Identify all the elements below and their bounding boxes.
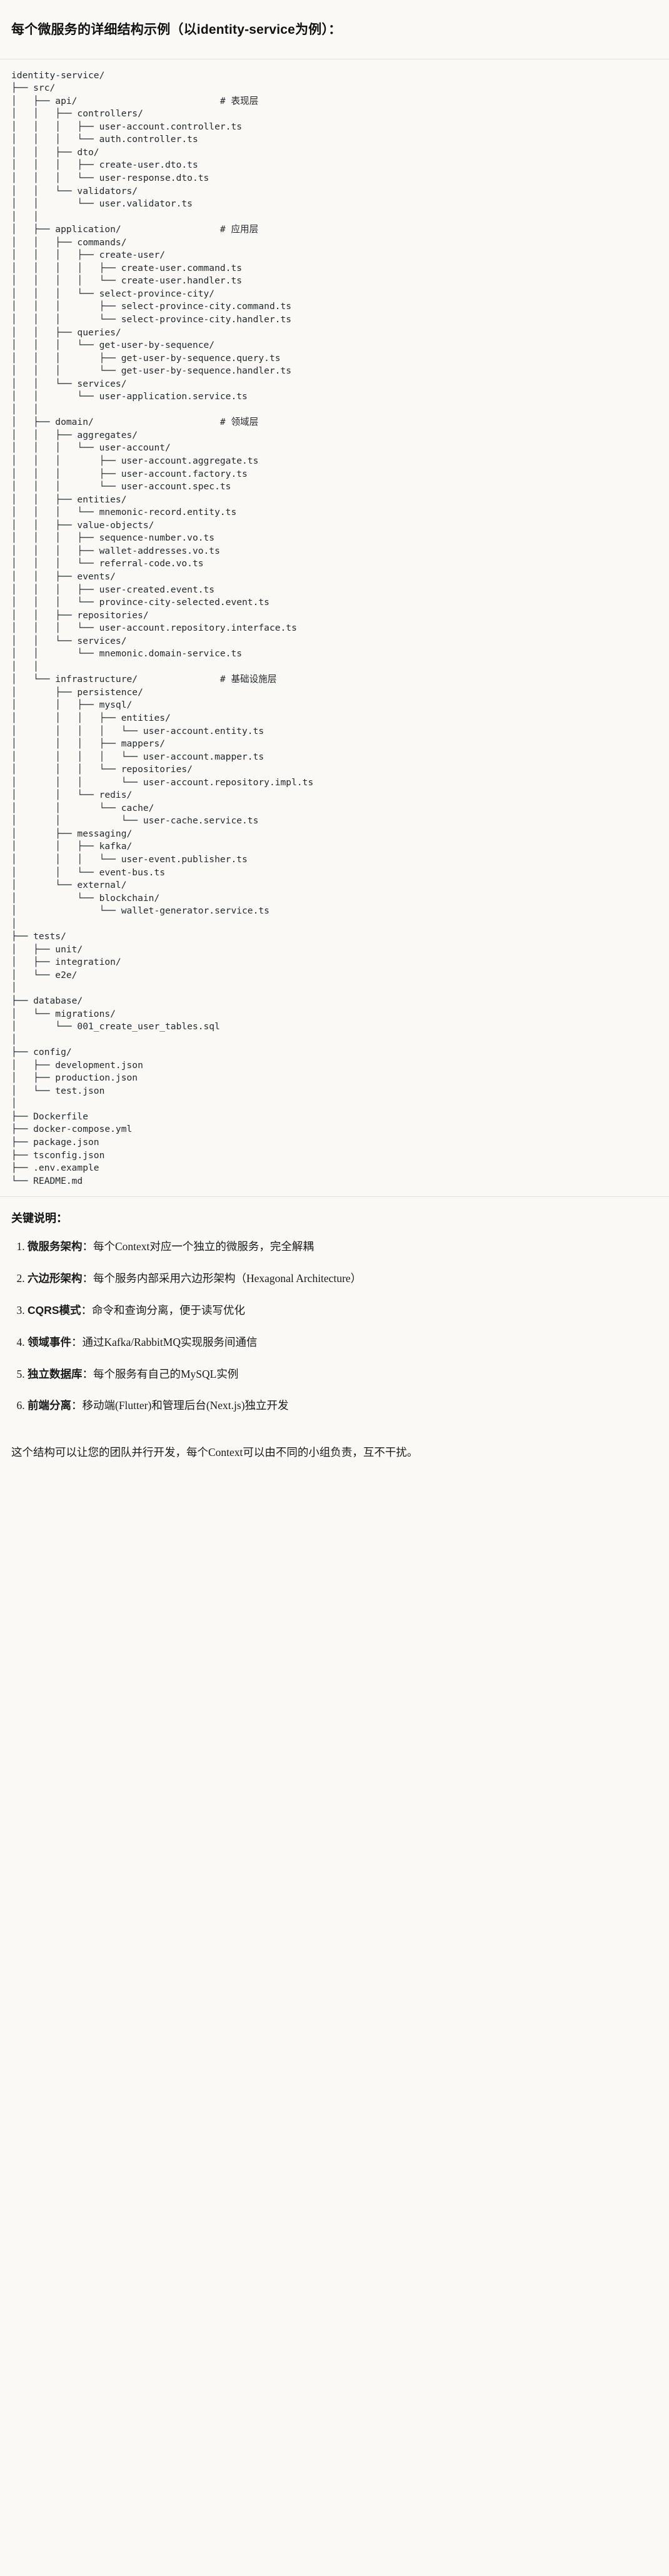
note-desc: ：命令和查询分离，便于读写优化 [81,1303,246,1316]
note-term: 前端分离 [28,1399,71,1412]
closing-paragraph: 这个结构可以让您的团队并行开发，每个Context可以由不同的小组负责，互不干扰… [11,1446,418,1459]
note-desc: ：移动端(Flutter)和管理后台(Next.js)独立开发 [71,1399,289,1412]
note-term: 领域事件 [28,1335,71,1348]
list-item: 六边形架构：每个服务内部采用六边形架构（Hexagonal Architectu… [28,1270,658,1288]
note-desc: ：通过Kafka/RabbitMQ实现服务间通信 [71,1335,258,1348]
key-notes-list: 微服务架构：每个Context对应一个独立的微服务，完全解耦 六边形架构：每个服… [11,1238,658,1415]
note-desc: ：每个Context对应一个独立的微服务，完全解耦 [82,1240,314,1253]
directory-tree: identity-service/ ├── src/ │ ├── api/ # … [11,69,314,1186]
note-desc: ：每个服务内部采用六边形架构（Hexagonal Architecture） [82,1271,362,1285]
page-title: 每个微服务的详细结构示例（以identity-service为例）： [11,23,342,38]
list-item: 领域事件：通过Kafka/RabbitMQ实现服务间通信 [28,1333,658,1352]
document-page: 每个微服务的详细结构示例（以identity-service为例）： ident… [0,9,669,1474]
list-item: 微服务架构：每个Context对应一个独立的微服务，完全解耦 [28,1238,658,1256]
key-notes-section: 关键说明： 微服务架构：每个Context对应一个独立的微服务，完全解耦 六边形… [0,1197,669,1435]
note-term: CQRS模式 [28,1303,81,1316]
list-item: 前端分离：移动端(Flutter)和管理后台(Next.js)独立开发 [28,1397,658,1415]
directory-tree-block: identity-service/ ├── src/ │ ├── api/ # … [0,59,669,1197]
list-item: CQRS模式：命令和查询分离，便于读写优化 [28,1301,658,1320]
key-notes-title: 关键说明： [11,1212,68,1225]
note-term: 微服务架构 [28,1240,83,1253]
note-term: 六边形架构 [28,1271,83,1285]
note-term: 独立数据库 [28,1367,83,1380]
note-desc: ：每个服务有自己的MySQL实例 [82,1367,239,1380]
divider-bottom [0,1196,669,1198]
list-item: 独立数据库：每个服务有自己的MySQL实例 [28,1365,658,1383]
